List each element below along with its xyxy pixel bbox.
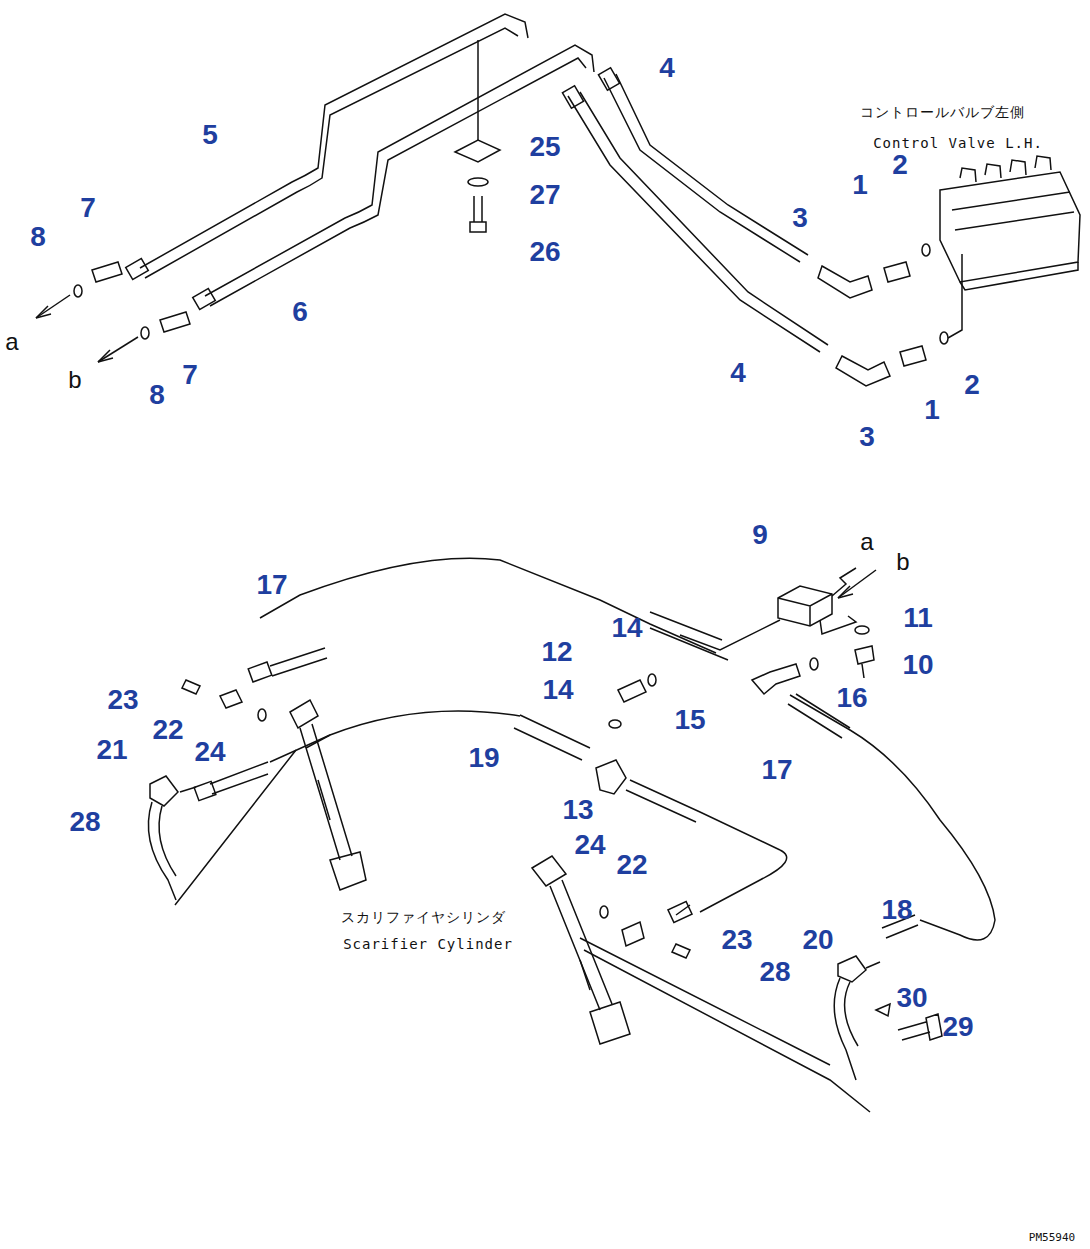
component-caption: Scarifier Cylinder (343, 937, 513, 951)
callout-number: 7 (80, 194, 96, 222)
callout-number: 8 (30, 223, 46, 251)
callout-number: 28 (69, 808, 100, 836)
callout-number: 17 (761, 756, 792, 784)
callout-number: 29 (942, 1013, 973, 1041)
callout-number: 12 (541, 638, 572, 666)
callout-number: 22 (616, 851, 647, 879)
callout-number: 3 (792, 204, 808, 232)
connection-letter: a (860, 530, 873, 554)
callout-number: 7 (182, 361, 198, 389)
callout-number: 14 (542, 676, 573, 704)
callout-number: 20 (802, 926, 833, 954)
callout-number: 30 (896, 984, 927, 1012)
callout-number: 11 (903, 604, 933, 632)
component-caption: スカリファイヤシリンダ (341, 910, 506, 924)
drawing-code: PM55940 (1029, 1232, 1075, 1243)
callout-number: 27 (529, 181, 560, 209)
callout-number: 23 (107, 686, 138, 714)
callout-number: 3 (859, 423, 875, 451)
callout-number: 23 (721, 926, 752, 954)
callout-number: 26 (529, 238, 560, 266)
callout-number: 19 (468, 744, 499, 772)
connection-letter: b (896, 550, 909, 574)
callout-number: 18 (881, 896, 912, 924)
callout-number: 24 (194, 738, 225, 766)
callout-number: 14 (611, 614, 642, 642)
callout-number: 15 (674, 706, 705, 734)
callout-number: 5 (202, 121, 218, 149)
connection-letter: b (68, 368, 81, 392)
callout-number: 4 (730, 359, 746, 387)
callout-number: 28 (759, 958, 790, 986)
callout-number: 13 (562, 796, 593, 824)
component-caption: Control Valve L.H. (873, 136, 1043, 150)
callout-number: 8 (149, 381, 165, 409)
callout-number: 4 (659, 54, 675, 82)
callout-number: 9 (752, 521, 768, 549)
callout-number: 2 (892, 151, 908, 179)
connection-letter: a (5, 330, 18, 354)
callout-number: 6 (292, 298, 308, 326)
callout-number: 25 (529, 133, 560, 161)
callout-number: 2 (964, 371, 980, 399)
callout-number: 17 (256, 571, 287, 599)
callout-number: 16 (836, 684, 867, 712)
component-caption: コントロールバルブ左側 (860, 105, 1025, 119)
callout-number: 10 (902, 651, 933, 679)
callout-number: 22 (152, 716, 183, 744)
callout-number: 24 (574, 831, 605, 859)
callout-number: 1 (852, 171, 868, 199)
callout-number: 21 (96, 736, 127, 764)
callout-number: 1 (924, 396, 940, 424)
